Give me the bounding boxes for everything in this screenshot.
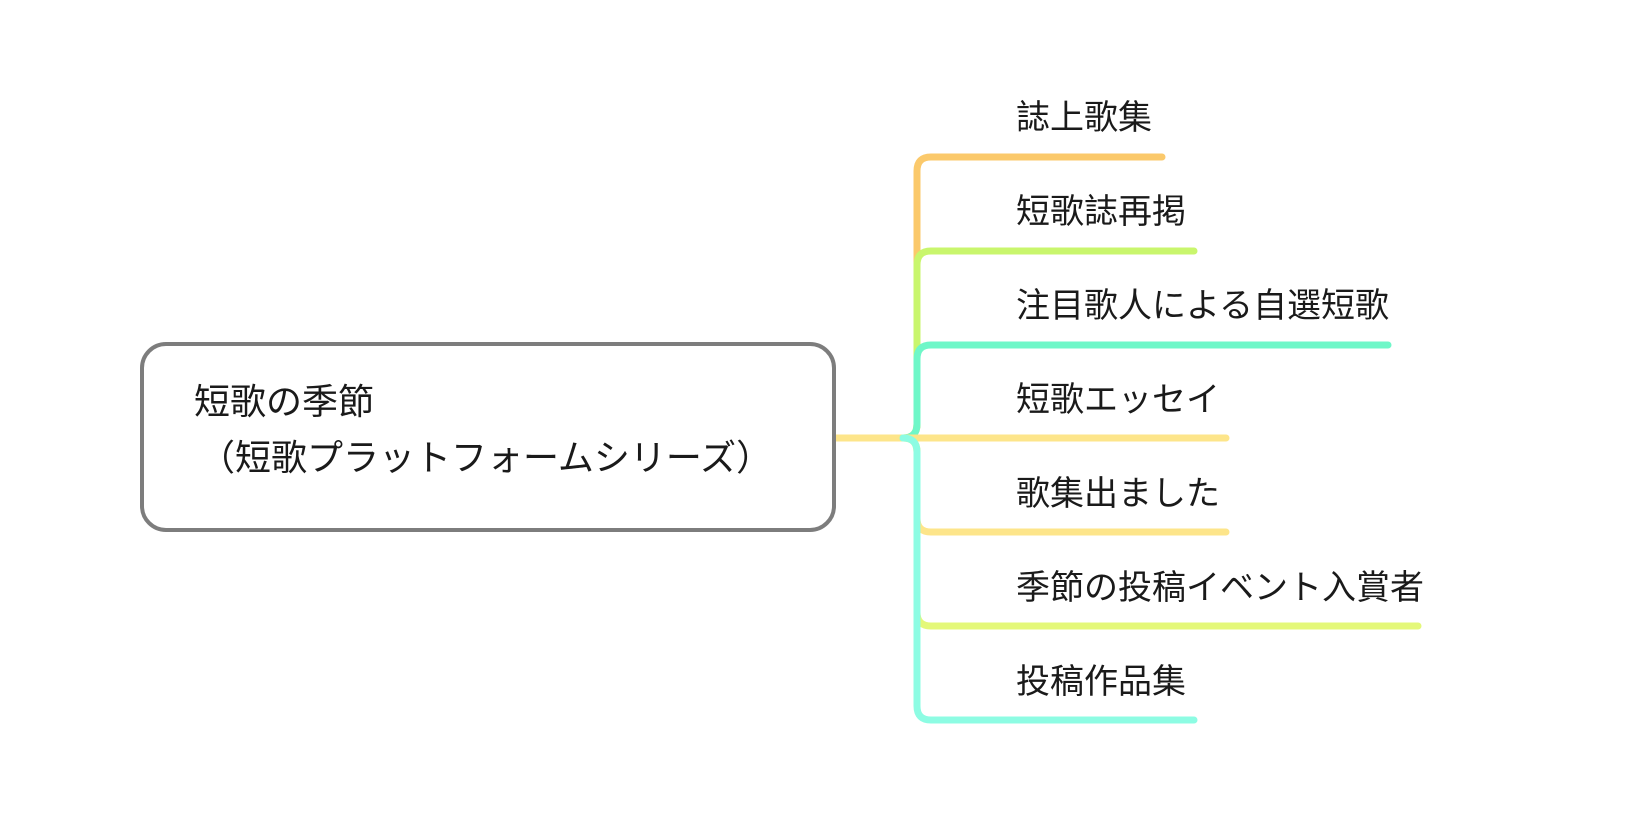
connector-group bbox=[832, 153, 1422, 724]
branch-label-3[interactable]: 注目歌人による自選短歌 bbox=[1016, 286, 1389, 326]
branch-connector-7 bbox=[899, 434, 1198, 724]
branch-label-6[interactable]: 季節の投稿イベント入賞者 bbox=[1016, 568, 1424, 608]
branch-label-7[interactable]: 投稿作品集 bbox=[1016, 662, 1186, 702]
branch-label-5[interactable]: 歌集出ました bbox=[1016, 474, 1220, 514]
root-node[interactable]: 短歌の季節 （短歌プラットフォームシリーズ） bbox=[140, 342, 836, 532]
branch-label-2[interactable]: 短歌誌再掲 bbox=[1016, 192, 1186, 232]
root-title: 短歌の季節 bbox=[194, 382, 375, 423]
root-subtitle: （短歌プラットフォームシリーズ） bbox=[199, 438, 773, 479]
branch-label-1[interactable]: 誌上歌集 bbox=[1016, 98, 1152, 138]
branch-label-4[interactable]: 短歌エッセイ bbox=[1016, 380, 1220, 420]
